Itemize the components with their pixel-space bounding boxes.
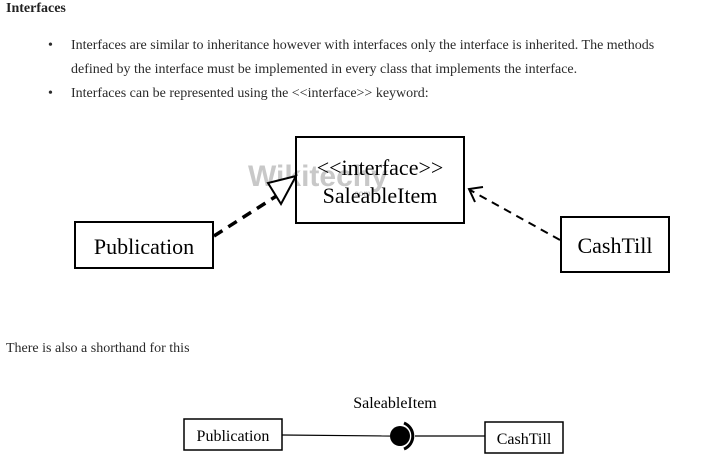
cashtill-dependency-line: [469, 189, 561, 241]
required-interface-socket: [403, 421, 415, 451]
cashtill-class-label: CashTill: [577, 233, 652, 258]
section-heading: Interfaces: [6, 1, 66, 16]
bullet-text-line1: Interfaces are similar to inheritance ho…: [71, 38, 655, 53]
lollipop-interface-label: SaleableItem: [353, 395, 437, 412]
bullet-text-line2: defined by the interface must be impleme…: [71, 62, 578, 77]
publication-realization-line: [213, 193, 279, 238]
publication-class-label-small: Publication: [197, 428, 270, 445]
bullet-dot: •: [48, 86, 53, 101]
publication-class-box-small: [183, 418, 283, 451]
bullet-dot: •: [48, 38, 53, 53]
bullet-list: • Interfaces are similar to inheritance …: [48, 34, 720, 106]
cashtill-class-label-small: CashTill: [497, 431, 552, 448]
watermark-sub: .com: [352, 189, 371, 198]
bullet-text: Interfaces can be represented using the …: [71, 86, 429, 101]
provided-interface-ball: [390, 426, 410, 446]
publication-class-box: [74, 221, 214, 269]
bullet-item: • Interfaces can be represented using th…: [48, 82, 720, 106]
provided-interface-line: [281, 434, 391, 437]
bullet-item: • Interfaces are similar to inheritance …: [48, 34, 720, 82]
interface-name: SaleableItem: [323, 183, 438, 208]
cashtill-class-box-small: [484, 421, 564, 454]
lollipop-diagram: SaleableItem Publication CashTill: [183, 395, 564, 454]
open-arrowhead: [467, 186, 484, 203]
interface-box: [295, 136, 465, 224]
interface-stereotype: <<interface>>: [317, 155, 444, 180]
interface-diagram: Wikitechy .com <<interface>> SaleableIte…: [74, 136, 670, 273]
shorthand-paragraph: There is also a shorthand for this: [6, 341, 190, 356]
publication-class-label: Publication: [94, 234, 194, 259]
hollow-triangle-arrowhead: [266, 174, 298, 207]
cashtill-class-box: [560, 216, 670, 273]
